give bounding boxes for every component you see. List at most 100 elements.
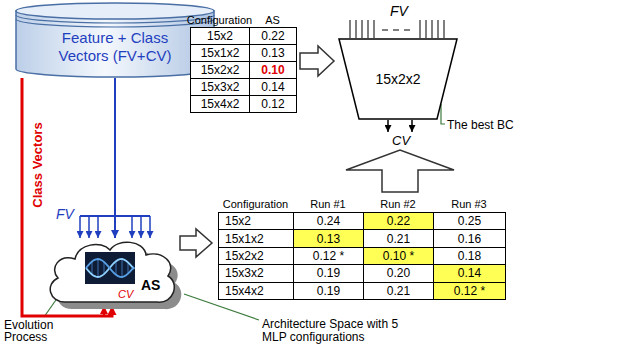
- drawing-stroke: [393, 30, 399, 31]
- table-cell: 0.12: [249, 95, 297, 113]
- table-cell: 15x2: [190, 27, 250, 45]
- drawing-stroke: [382, 30, 388, 31]
- label-box: The best BC: [447, 118, 514, 132]
- evolution-cloud-outline: [45, 238, 180, 306]
- node-text: Vectors (FV+CV): [59, 47, 172, 65]
- dna-rung: [92, 262, 93, 275]
- database-ring: [16, 15, 214, 23]
- drawing-stroke: [131, 216, 133, 238]
- drawing-stroke: [426, 20, 427, 38]
- drawing-stroke: [362, 20, 363, 38]
- label-text: Evolution Process: [4, 319, 66, 343]
- drawing-stroke: [387, 120, 389, 132]
- node-text: 15x2x2: [375, 71, 420, 87]
- evolution-cloud: AS: [45, 238, 180, 306]
- table-cell: 0.22: [363, 212, 434, 230]
- edge-label: FV: [56, 205, 74, 223]
- label-text: CV: [392, 133, 410, 148]
- edge-label: Class Vectors: [28, 90, 44, 240]
- drawing-stroke: [444, 20, 445, 38]
- cell-text: Run #2: [380, 198, 415, 210]
- table-cell: 0.10 *: [363, 247, 434, 265]
- cell-text: 15x1x2: [201, 46, 240, 60]
- cell-text: 0.14: [261, 80, 284, 94]
- cell-text: 0.19: [317, 266, 340, 280]
- database-ring: [16, 19, 214, 27]
- cell-text: 0.10 *: [383, 249, 414, 263]
- drawing-stroke: [374, 20, 375, 38]
- cell-text: Configuration: [223, 198, 288, 210]
- drawing-stroke: [140, 216, 142, 238]
- cell-text: 0.14: [458, 266, 481, 280]
- cell-text: 15x3x2: [225, 266, 264, 280]
- database-top: [16, 3, 214, 19]
- cell-text: 15x4x2: [201, 97, 240, 111]
- cell-text: 0.12 *: [454, 284, 485, 298]
- table-cell: 0.18: [433, 247, 506, 265]
- cell-text: Configuration: [187, 14, 252, 26]
- table-cell: 0.25: [433, 212, 506, 230]
- block-arrow: [300, 46, 334, 76]
- label-text: Architecture Space with 5 MLP configurat…: [262, 318, 412, 343]
- dna-strand: [86, 259, 134, 277]
- table-cell: 15x4x2: [190, 95, 250, 113]
- label-box: CV: [118, 288, 133, 300]
- node-text: Feature + Class: [62, 29, 168, 47]
- cell-text: 0.12 *: [313, 249, 344, 263]
- table-cell: 15x1x2: [190, 44, 250, 62]
- table-cell: 15x1x2: [218, 229, 294, 247]
- table-cell: 0.19: [293, 282, 364, 300]
- table-cell: 0.12 *: [293, 247, 364, 265]
- cell-text: 0.21: [387, 284, 410, 298]
- table-header: Run #3: [433, 196, 505, 212]
- cell-text: 0.16: [458, 232, 481, 246]
- drawing-stroke: [79, 216, 81, 238]
- table-cell: 0.10: [249, 61, 297, 79]
- cell-text: AS: [265, 14, 280, 26]
- table-cell: 15x3x2: [190, 78, 250, 96]
- label-box: Architecture Space with 5 MLP configurat…: [262, 318, 412, 343]
- table-header: Configuration: [218, 196, 293, 212]
- label-text: FV: [390, 3, 408, 19]
- edge-label-text: Class Vectors: [30, 122, 46, 207]
- classifier-trapezoid: 15x2x2: [338, 38, 458, 120]
- drawing-stroke: [350, 20, 351, 38]
- cell-text: 0.25: [458, 214, 481, 228]
- table-cell: 0.14: [433, 264, 506, 282]
- table-cell: 0.12 *: [433, 282, 506, 300]
- cell-text: 0.20: [387, 266, 410, 280]
- cloud-outline: [50, 242, 174, 302]
- table-cell: 15x2x2: [218, 247, 294, 265]
- table-cell: 15x2x2: [190, 61, 250, 79]
- table-cell: 0.13: [293, 229, 364, 247]
- cell-text: 0.13: [317, 232, 340, 246]
- cell-text: 15x2: [207, 29, 233, 43]
- cell-text: 0.24: [317, 214, 340, 228]
- drawing-stroke: [432, 20, 433, 38]
- cell-text: Run #3: [451, 198, 486, 210]
- cell-text: 0.21: [387, 232, 410, 246]
- block-arrow: [180, 229, 212, 257]
- classifier-inputs: [350, 20, 444, 38]
- table-cell: 0.20: [363, 264, 434, 282]
- cell-text: 15x1x2: [225, 232, 264, 246]
- cell-text: 15x4x2: [225, 284, 264, 298]
- database-body: [16, 11, 214, 77]
- table-cell: 0.16: [433, 229, 506, 247]
- drawing-stroke: [411, 120, 413, 132]
- drawing-stroke: [88, 216, 90, 238]
- cell-text: 0.19: [317, 284, 340, 298]
- table-header: AS: [249, 12, 296, 27]
- table-header: Run #1: [293, 196, 363, 212]
- dna-rung: [98, 259, 99, 277]
- drawing-stroke: [441, 104, 445, 124]
- table-cell: 0.22: [249, 27, 297, 45]
- cell-text: 15x3x2: [201, 80, 240, 94]
- trapezoid-outline: [339, 39, 457, 119]
- table-cell: 0.14: [249, 78, 297, 96]
- cell-text: 0.22: [387, 214, 410, 228]
- label-box: FV: [390, 3, 408, 19]
- table-cell: 15x4x2: [218, 282, 294, 300]
- cell-text: 0.13: [261, 46, 284, 60]
